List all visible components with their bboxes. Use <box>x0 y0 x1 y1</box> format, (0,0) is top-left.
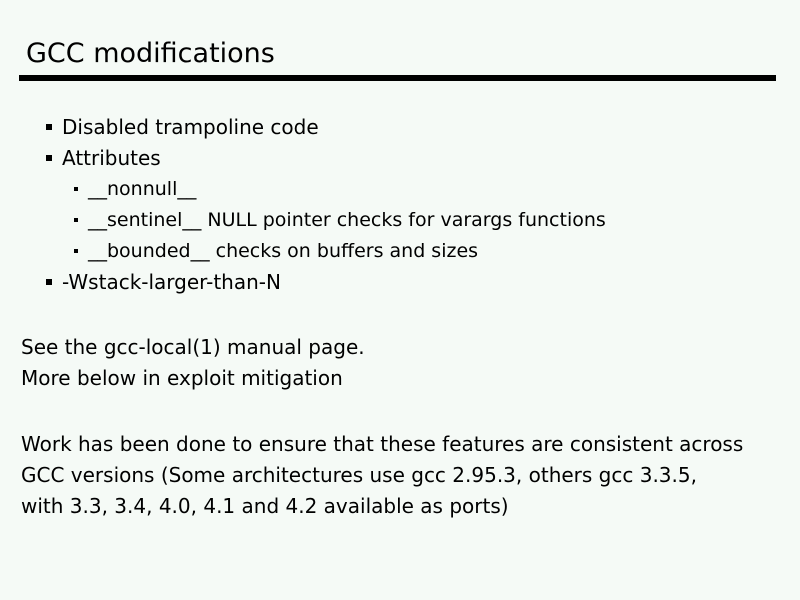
bullet-square-icon <box>74 248 78 253</box>
bullet-text: __nonnull__ <box>88 177 197 200</box>
bullet-square-icon <box>74 186 78 191</box>
note-line: More below in exploit mitigation <box>21 366 343 390</box>
bullet-square-icon <box>74 217 78 222</box>
bullet-text: -Wstack-larger-than-N <box>62 269 281 294</box>
bullet-text: __sentinel__ NULL pointer checks for var… <box>88 208 606 231</box>
slide-title: GCC modifications <box>26 38 275 69</box>
bullet-list: Disabled trampoline code Attributes __no… <box>46 111 606 297</box>
bullet-subitem: __sentinel__ NULL pointer checks for var… <box>74 204 606 235</box>
bullet-subitem: __nonnull__ <box>74 173 606 204</box>
notes-block: See the gcc-local(1) manual page. More b… <box>21 332 365 394</box>
bullet-square-icon <box>46 154 52 161</box>
bullet-subitem: __bounded__ checks on buffers and sizes <box>74 235 606 266</box>
bullet-text: __bounded__ checks on buffers and sizes <box>88 239 479 262</box>
title-underline-rule <box>19 75 776 81</box>
note-line: See the gcc-local(1) manual page. <box>21 335 365 359</box>
bullet-text: Disabled trampoline code <box>62 114 319 139</box>
bullet-square-icon <box>46 278 52 285</box>
bullet-text: Attributes <box>62 145 161 170</box>
bullet-square-icon <box>46 123 52 130</box>
bullet-item: Disabled trampoline code <box>46 111 606 142</box>
bullet-item: -Wstack-larger-than-N <box>46 266 606 297</box>
closing-paragraph: Work has been done to ensure that these … <box>21 432 744 518</box>
bullet-item: Attributes <box>46 142 606 173</box>
